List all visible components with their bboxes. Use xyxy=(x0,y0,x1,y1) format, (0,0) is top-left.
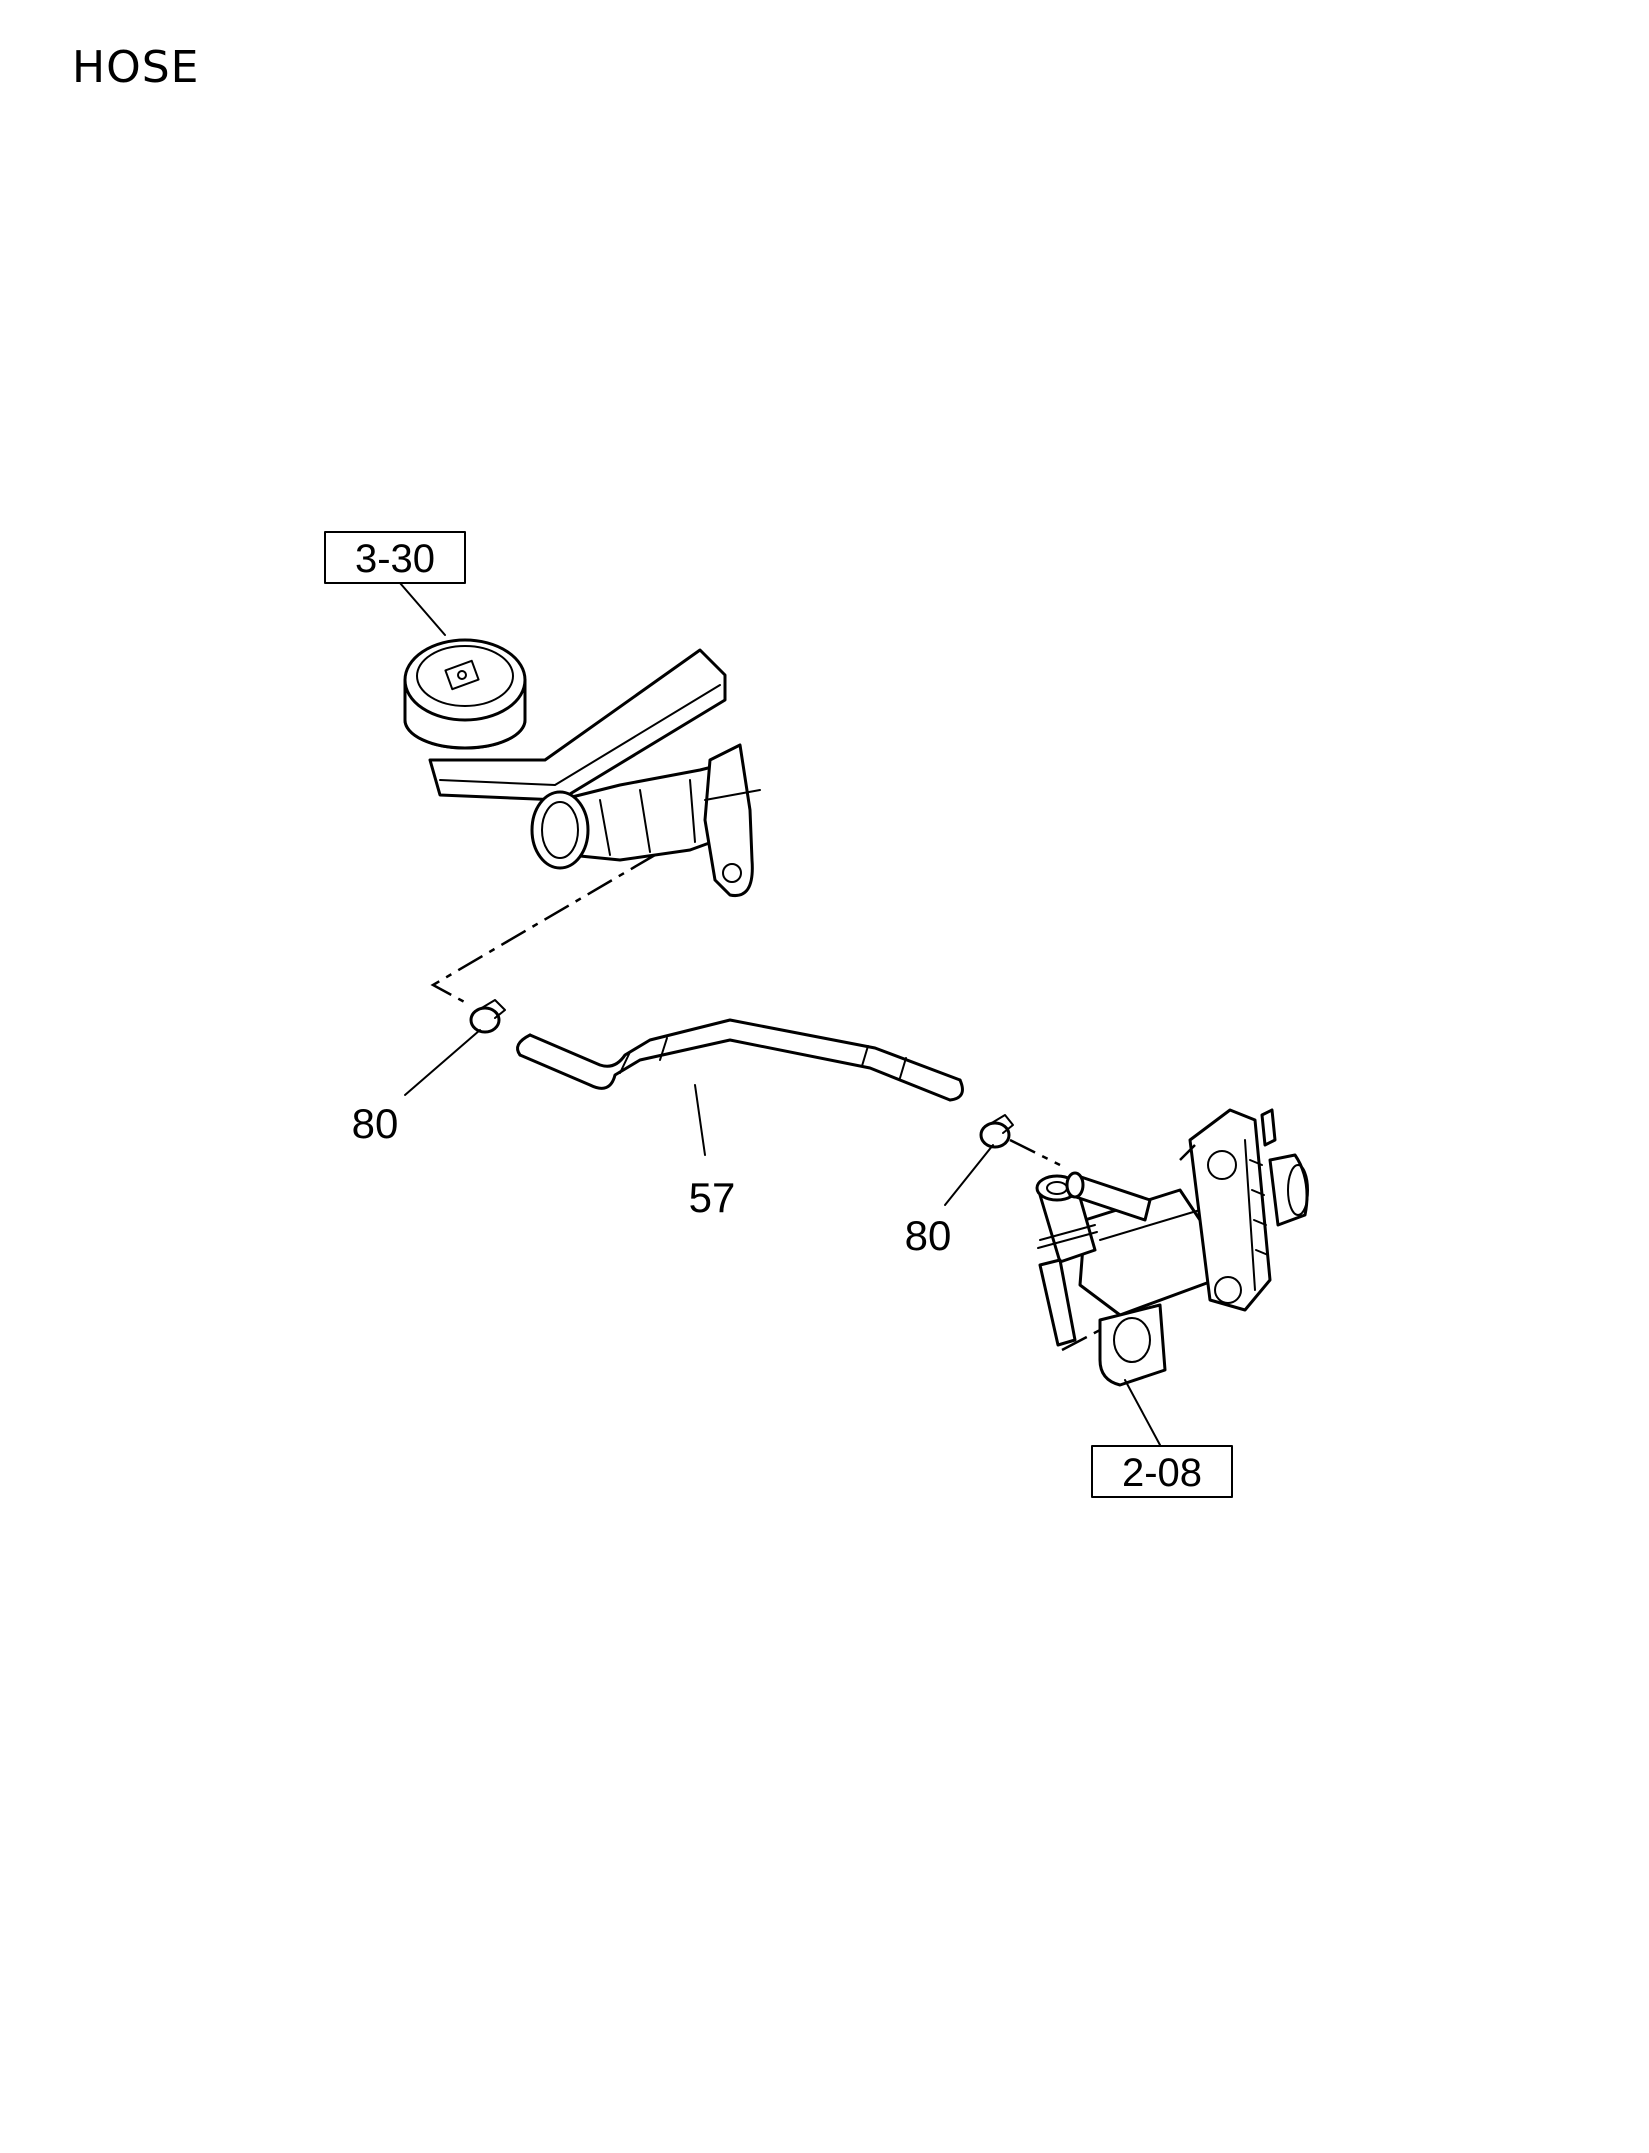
leader-57 xyxy=(694,1084,706,1156)
callout-ref-2-08: 2-08 xyxy=(1122,1451,1202,1495)
ref-box-2-08 xyxy=(1091,1445,1233,1498)
leader-80-right xyxy=(944,1144,994,1206)
callout-clip-right: 80 xyxy=(905,1212,952,1259)
ref-box-3-30 xyxy=(324,531,466,584)
callout-clip-left: 80 xyxy=(352,1100,399,1147)
clip-right-illustration xyxy=(979,1114,1061,1167)
master-cylinder-illustration xyxy=(403,638,761,1007)
leader-2-08 xyxy=(1124,1379,1161,1446)
slave-cylinder-illustration xyxy=(1035,1108,1309,1387)
callout-ref-3-30: 3-30 xyxy=(355,537,435,581)
page-title: HOSE xyxy=(72,42,200,93)
clip-left-illustration xyxy=(469,999,506,1034)
callout-hose: 57 xyxy=(689,1174,736,1221)
hose-illustration xyxy=(516,1018,964,1102)
leader-3-30 xyxy=(399,582,446,636)
leader-80-left xyxy=(404,1029,481,1096)
